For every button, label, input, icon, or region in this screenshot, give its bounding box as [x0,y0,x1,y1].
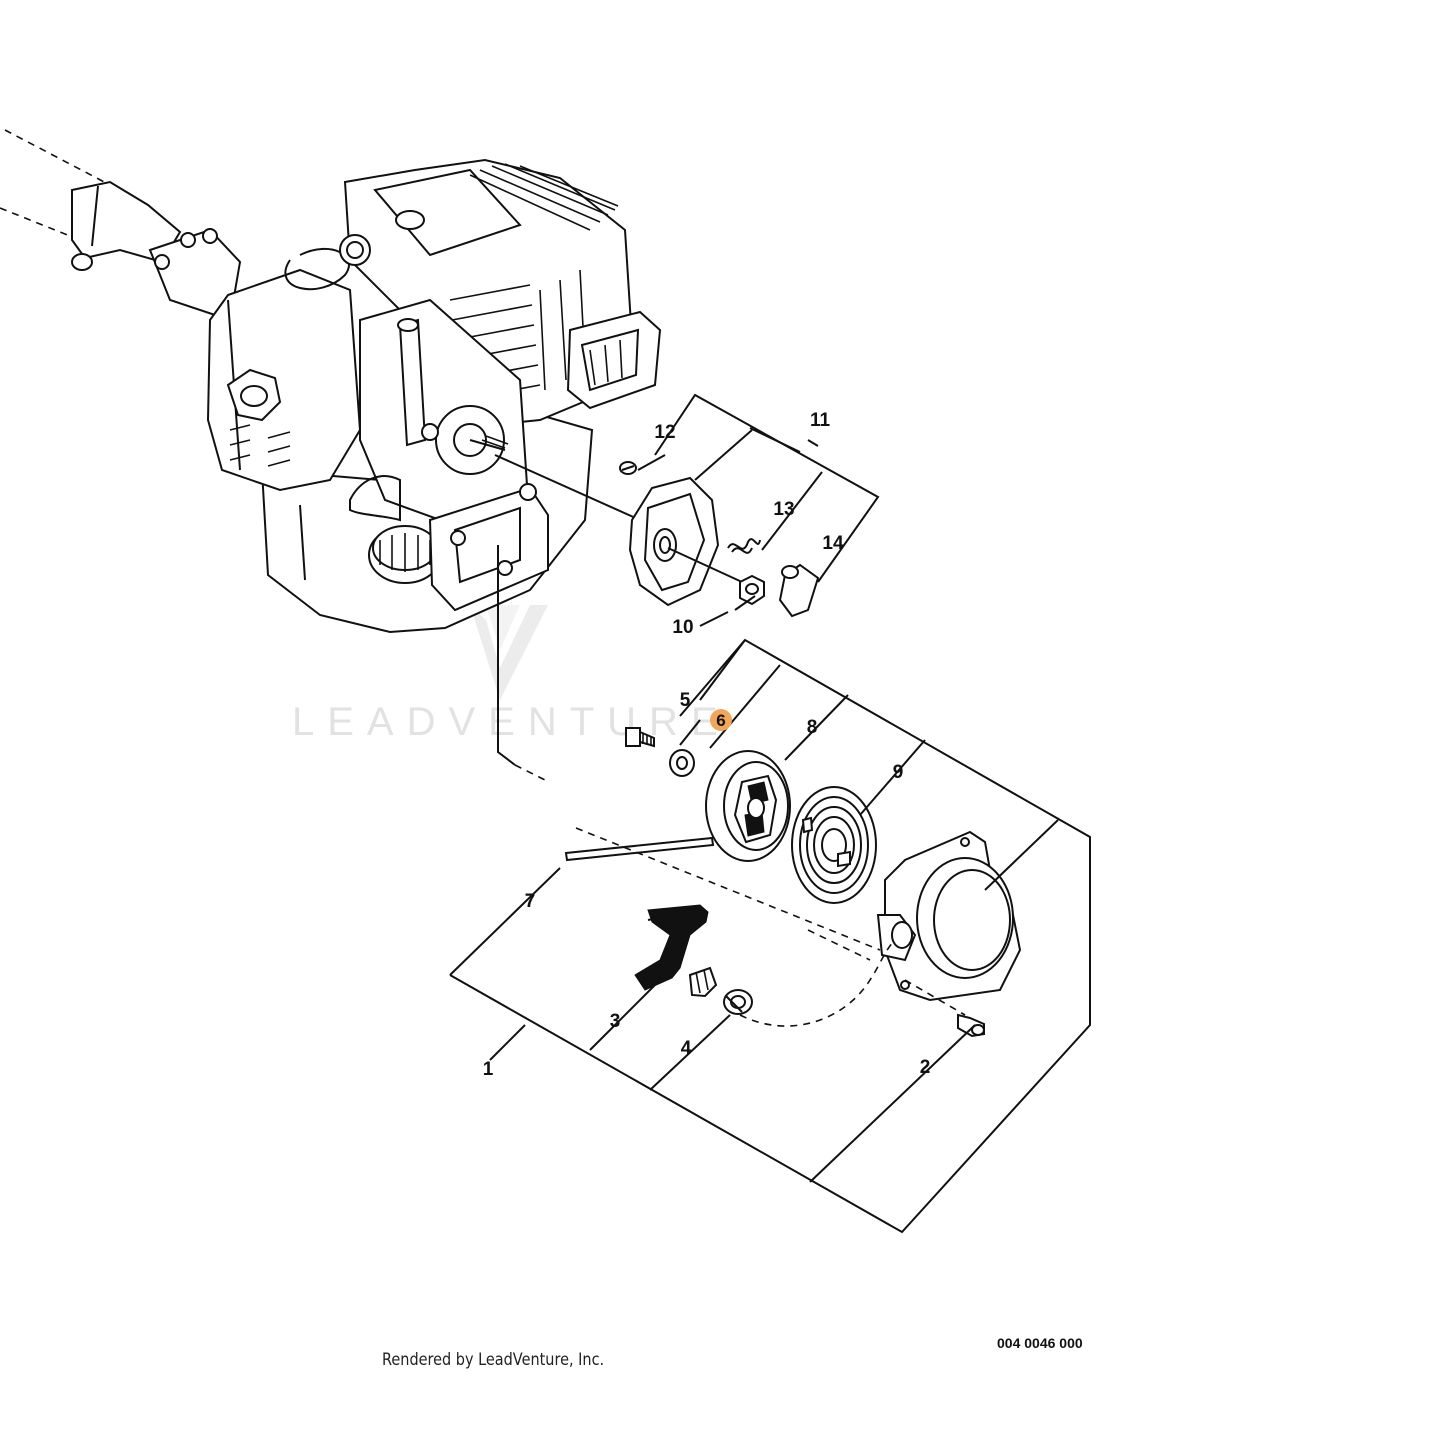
callout-4[interactable]: 4 [681,1038,692,1059]
callout-10[interactable]: 10 [672,617,693,638]
callout-5[interactable]: 5 [680,690,691,711]
guide-line [575,827,881,951]
leader-lines [449,393,1091,1234]
pawl[interactable] [778,563,820,618]
guide-line [807,929,871,961]
guide-line [497,545,516,766]
hex-nut[interactable] [739,574,765,606]
watermark-text: LEADVENTURE [292,700,731,744]
diagram-code: 004 0046 000 [997,1335,1083,1351]
callout-12[interactable]: 12 [654,422,675,443]
clip[interactable] [619,461,637,475]
recoil-spring[interactable] [791,786,877,904]
bushing[interactable] [723,989,753,1015]
guide-line [514,764,546,781]
watermark-logo: LEADVENTURE [292,605,731,744]
callout-highlight [710,709,732,731]
callout-9[interactable]: 9 [893,762,904,783]
starter-pulley[interactable] [628,476,720,607]
starter-rope[interactable] [564,836,715,862]
rope-pulley[interactable] [705,750,791,862]
callout-14[interactable]: 14 [822,533,844,554]
starter-handle[interactable] [634,904,718,998]
screw[interactable] [625,727,655,748]
footer-credit: Rendered by LeadVenture, Inc. [382,1350,605,1370]
washer[interactable] [669,749,695,777]
callout-11[interactable]: 11 [810,410,831,431]
callout-1[interactable]: 1 [483,1059,494,1080]
callout-6[interactable]: 6 [716,711,725,730]
guide-line [494,454,641,521]
spring[interactable] [727,538,761,554]
starter-housing[interactable] [876,830,1022,1002]
callout-2[interactable]: 2 [920,1057,931,1078]
guide-line [667,547,743,583]
engine-assembly [0,129,662,634]
guide-line [739,939,896,1027]
housing-screw[interactable] [957,1013,985,1038]
callout-13[interactable]: 13 [773,499,794,520]
callout-8[interactable]: 8 [807,717,818,738]
callout-3[interactable]: 3 [610,1011,621,1032]
guide-line [904,979,966,1016]
callout-7[interactable]: 7 [525,891,536,912]
